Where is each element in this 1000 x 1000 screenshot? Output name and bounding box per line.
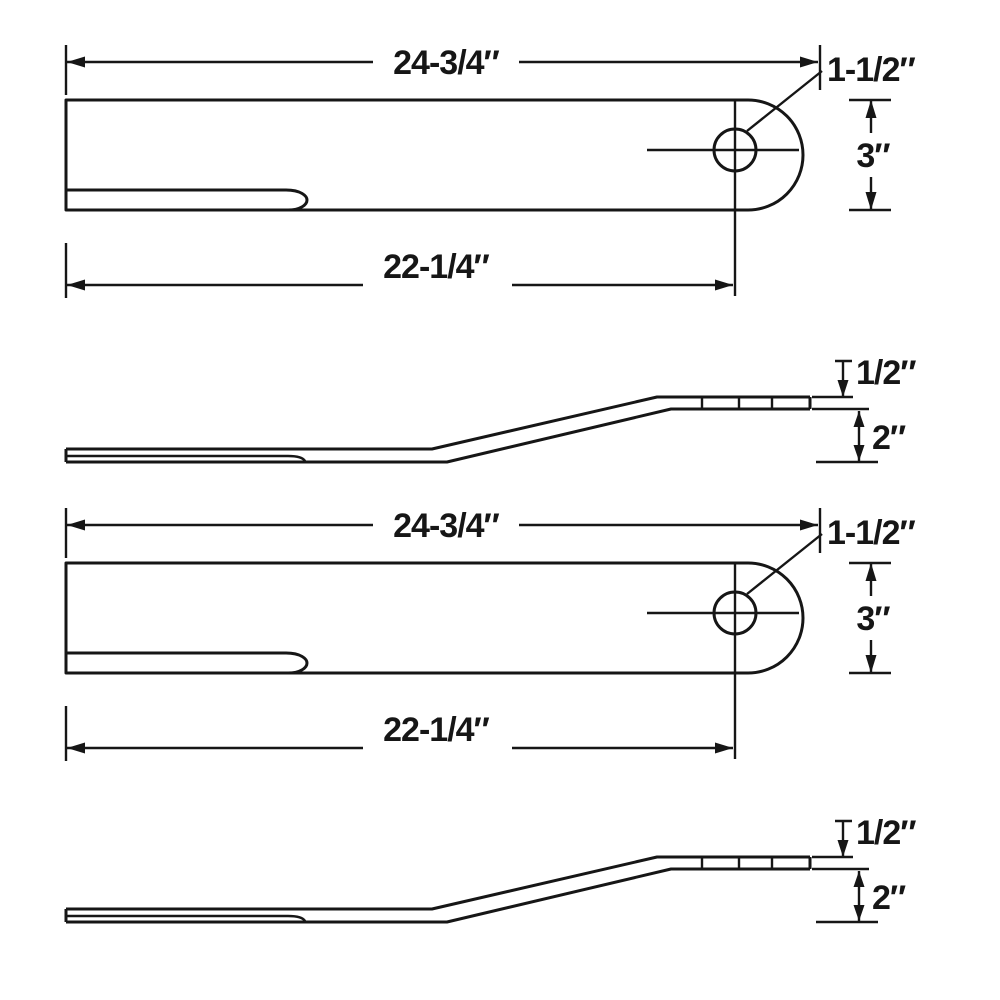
dimension-blade-width: 3″ [849, 98, 891, 212]
cutting-edge-bevel [66, 188, 309, 212]
arrowhead-left [67, 56, 85, 68]
blade-top-view: 24-3/4″ 1-1/2″ 3″ [64, 44, 916, 298]
blade-width-label: 3″ [856, 137, 890, 175]
tip-thickness-label: 1/2″ [856, 354, 916, 392]
arrowhead-up [865, 100, 877, 118]
dimension-hole-offset: 22-1/4″ [64, 243, 733, 298]
dimension-tip-thickness: 1/2″ [812, 354, 917, 411]
lift-height-label: 2″ [872, 419, 906, 457]
hole-offset-label: 22-1/4″ [383, 248, 489, 286]
side-bevel-line [66, 454, 307, 462]
arrowhead-down [837, 380, 849, 397]
blade-side-view: 1/2″ 2″ [64, 354, 917, 464]
blade-outline [64, 98, 805, 212]
arrowhead-left [67, 279, 85, 291]
arrowhead-up [853, 411, 865, 427]
label-hole-diameter: 1-1/2″ [746, 51, 916, 132]
arrowhead-down [853, 445, 865, 461]
dimension-lift-height: 2″ [816, 411, 907, 464]
hole-diameter-label: 1-1/2″ [827, 51, 915, 89]
leader-line [746, 70, 823, 132]
overall-length-label: 24-3/4″ [393, 44, 499, 82]
arrowhead-down [865, 192, 877, 210]
arrowhead-right [800, 56, 818, 68]
arrowhead-right [715, 279, 733, 291]
blade-side-view-copy [64, 812, 918, 924]
dimension-overall-length: 24-3/4″ [64, 44, 822, 95]
profile-top-edge [66, 395, 810, 451]
profile-bottom-edge [66, 407, 810, 464]
blade-top-view-copy [64, 505, 917, 763]
tip-tick-marks [700, 397, 774, 409]
